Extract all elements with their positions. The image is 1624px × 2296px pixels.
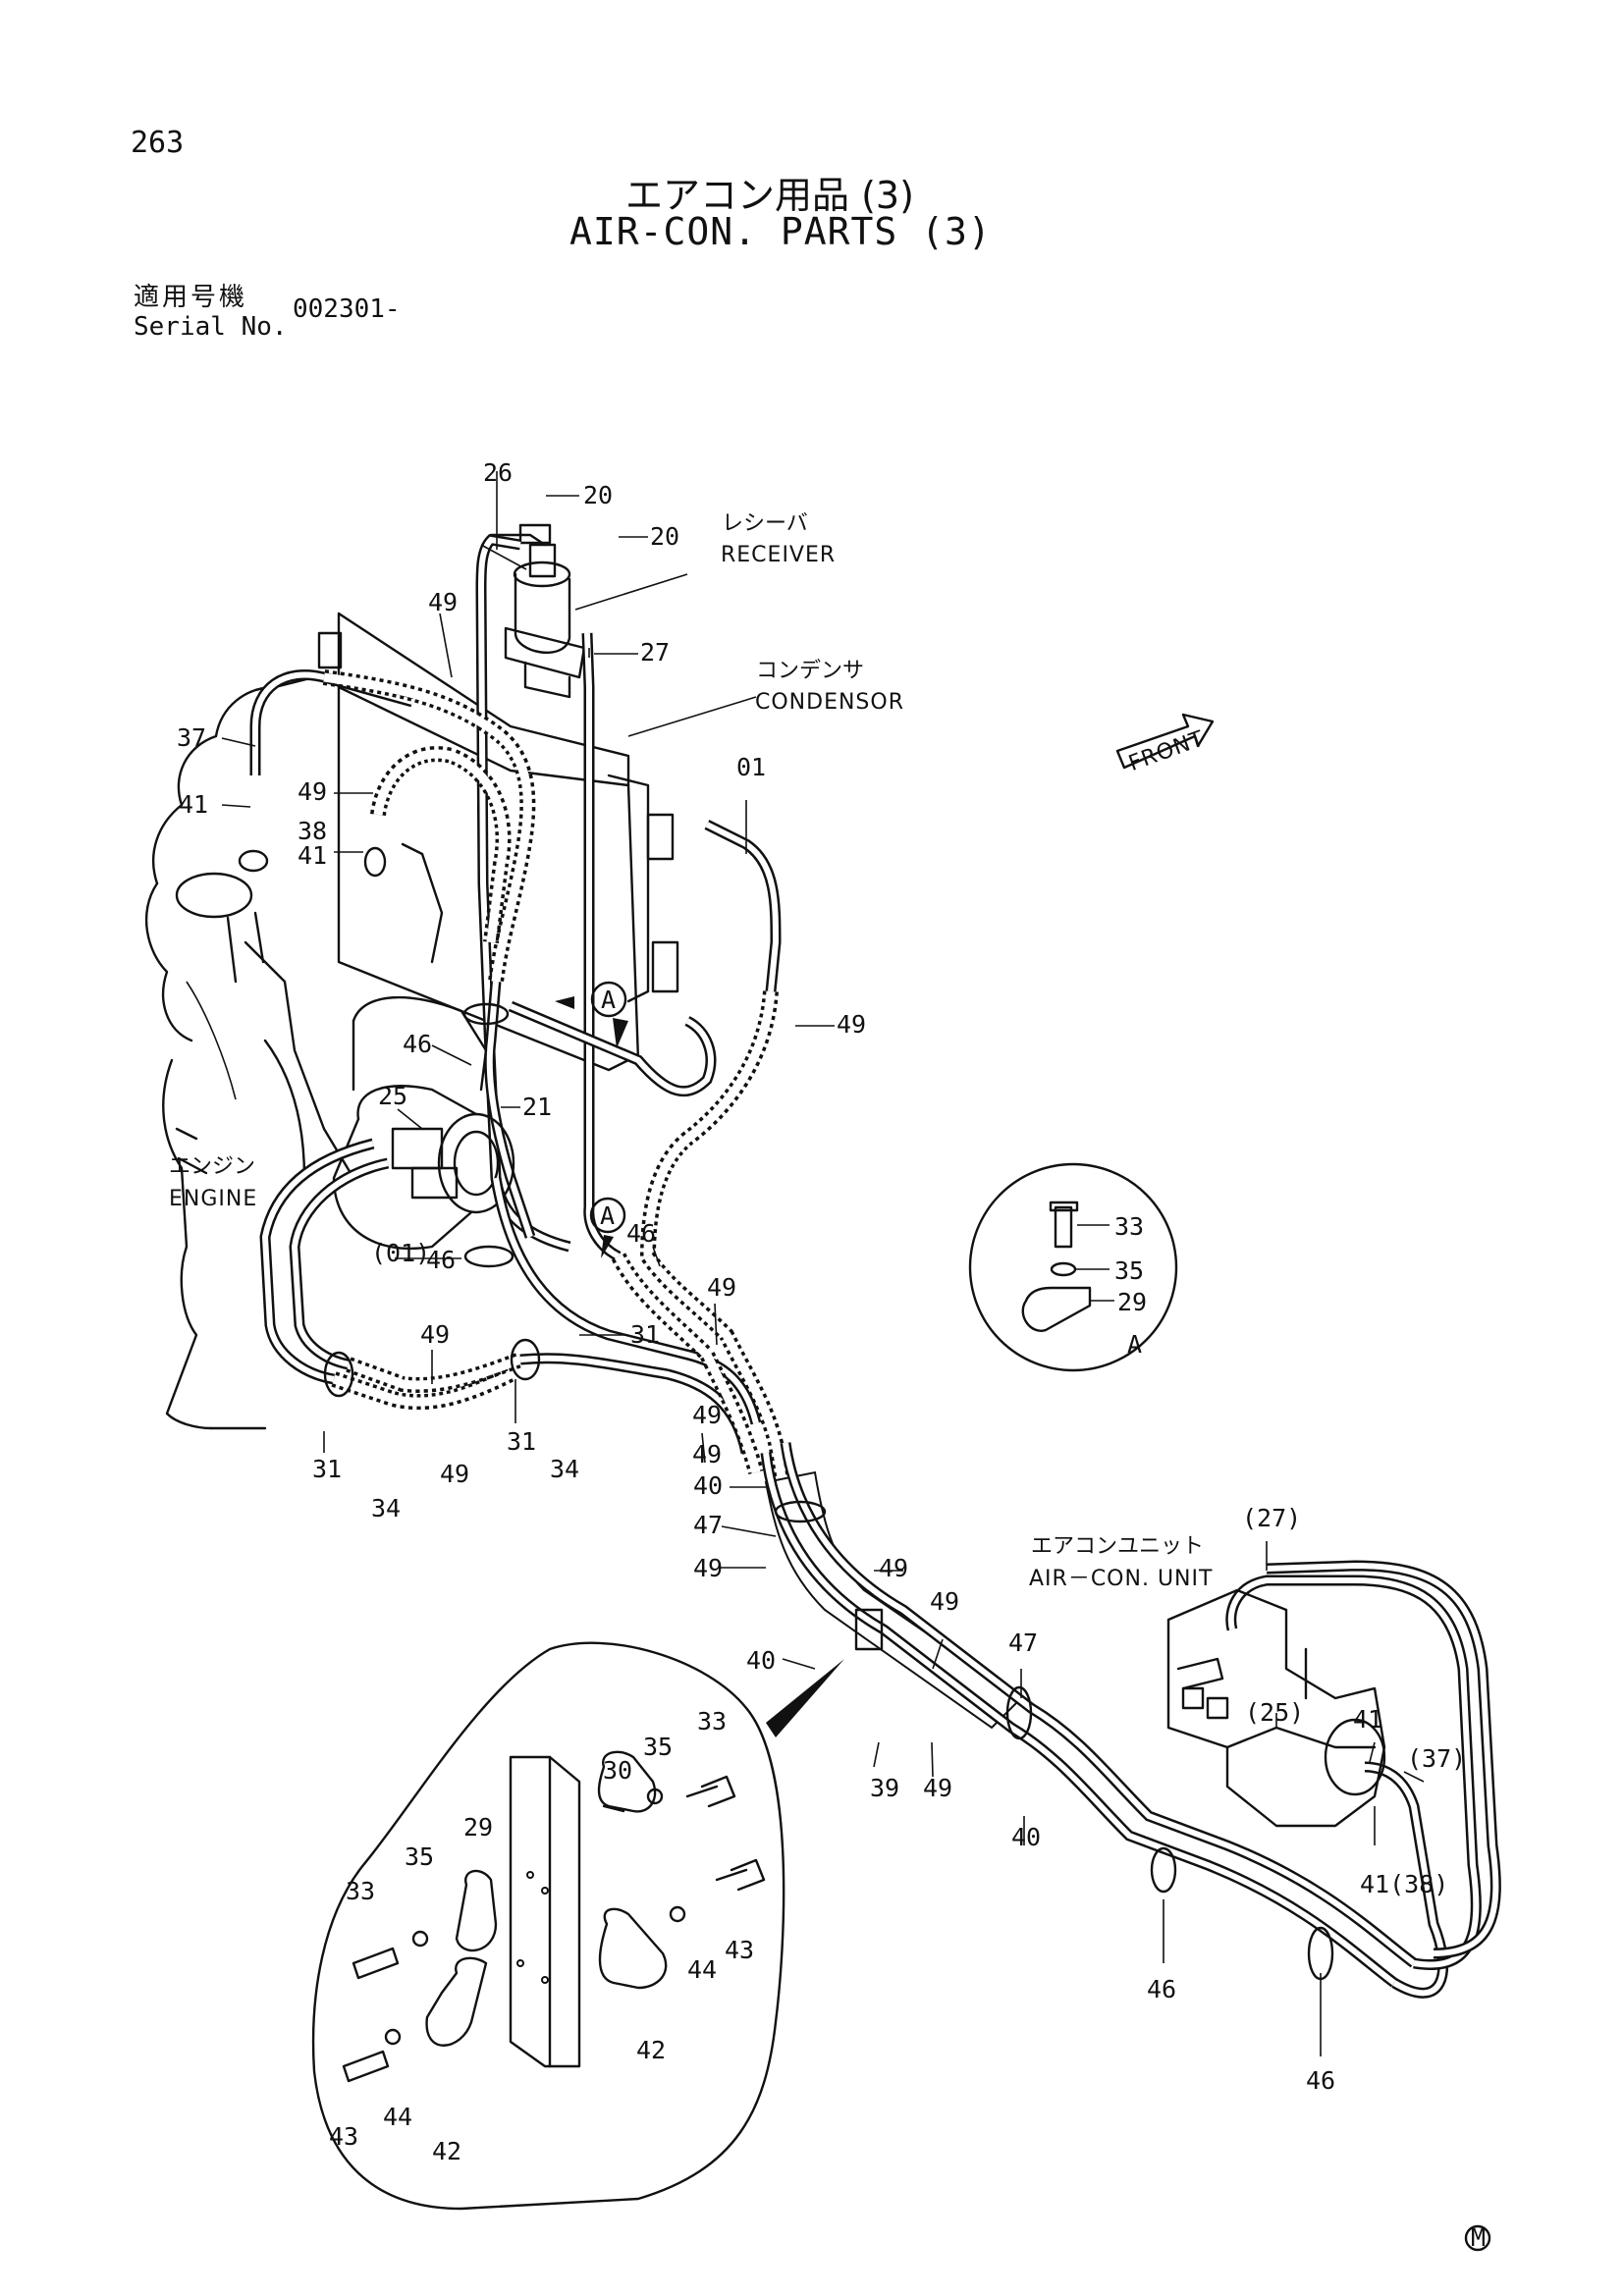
callout: 34 [550,1455,579,1483]
callout: 40 [1011,1823,1041,1851]
callout: (25) [1245,1698,1304,1727]
detail-a-circle [968,1162,1178,1372]
callout: 37 [177,723,206,752]
callout: 49 [923,1774,952,1802]
page-number: 263 [131,126,185,160]
note-engine-en: ENGINE [169,1187,257,1211]
callout: 20 [650,522,679,551]
callout: 49 [930,1587,959,1616]
callout: 20 [583,481,613,509]
callout: 40 [693,1471,723,1500]
m-mark-label: M [1471,2223,1486,2252]
receiver [479,523,586,699]
callout: 49 [837,1010,866,1039]
callout: 49 [420,1320,450,1349]
serial-number: 002301- [293,294,401,324]
callout: 46 [403,1030,432,1058]
callout: 46 [426,1246,456,1274]
callout: 35 [1114,1256,1144,1285]
callout: (37) [1407,1744,1466,1773]
callout: 49 [440,1460,469,1488]
note-receiver-jp: レシーバ [722,511,808,536]
callout: 41 [298,841,327,870]
callout: (27) [1242,1504,1301,1532]
note-engine-jp: エンジン [169,1154,255,1179]
callout: 39 [870,1774,899,1802]
note-condensor-en: CONDENSOR [755,690,904,715]
callout: 44 [687,1955,717,1984]
m-mark-icon [1464,2224,1491,2252]
callout: 42 [432,2137,461,2165]
callout: 33 [697,1707,727,1735]
aircon-unit [1166,1588,1386,1828]
callout: 46 [626,1219,656,1248]
callout: 35 [405,1842,434,1871]
callout: 41 [179,790,208,819]
detail-clamp-exploded [311,1641,844,2211]
callout: 46 [1306,2066,1335,2095]
callout: 42 [636,2036,666,2064]
callout: 33 [1114,1212,1144,1241]
callout: 49 [692,1440,722,1468]
callout: 46 [1147,1975,1176,2003]
callout: 41(38) [1360,1870,1448,1898]
callout: 49 [298,777,327,806]
callout: 49 [879,1554,908,1582]
serial-label-en: Serial No. [134,312,288,342]
callout: 25 [378,1082,407,1110]
callout: 01 [736,753,766,781]
circle-a-marker: A [601,986,616,1014]
callout: 41 [1353,1705,1382,1734]
callout: 44 [383,2103,412,2131]
callout: 40 [746,1646,776,1675]
callout: 47 [693,1511,723,1539]
callout: 33 [346,1877,375,1905]
callout: 31 [630,1320,660,1349]
callout: 35 [643,1733,673,1761]
callout: 27 [640,638,670,667]
callout: 29 [1117,1288,1147,1316]
note-aircon-unit-en: AIR－CON. UNIT [1029,1567,1213,1591]
note-aircon-unit-jp: エアコンユニット [1031,1534,1204,1559]
clamps [238,846,1334,1981]
circle-a-marker: A [600,1201,615,1230]
callout: (01) [371,1239,430,1267]
engine-outline [144,675,355,1430]
callout: 43 [329,2122,358,2151]
callout: 34 [371,1494,401,1522]
detail-a-label: A [1127,1330,1142,1359]
callout: 21 [522,1093,552,1121]
callout: 47 [1008,1629,1038,1657]
front-arrow-icon [1115,713,1215,770]
note-condensor-jp: コンデンサ [756,659,864,683]
callout: 26 [483,458,513,487]
callout: 49 [693,1554,723,1582]
note-receiver-en: RECEIVER [721,543,836,567]
callout: 38 [298,817,327,845]
callout: 49 [428,588,458,616]
callout: 29 [463,1813,493,1842]
callout: 30 [603,1756,632,1785]
page-title-en: AIR-CON. PARTS (3) [569,210,992,253]
serial-label-jp: 適用号機 [134,283,248,312]
callout: 31 [312,1455,342,1483]
callout: 49 [707,1273,736,1302]
callout: 43 [725,1936,754,1964]
callout: 31 [507,1427,536,1456]
page-title-jp: エアコン用品 (3) [625,174,914,217]
callout: 49 [692,1401,722,1429]
